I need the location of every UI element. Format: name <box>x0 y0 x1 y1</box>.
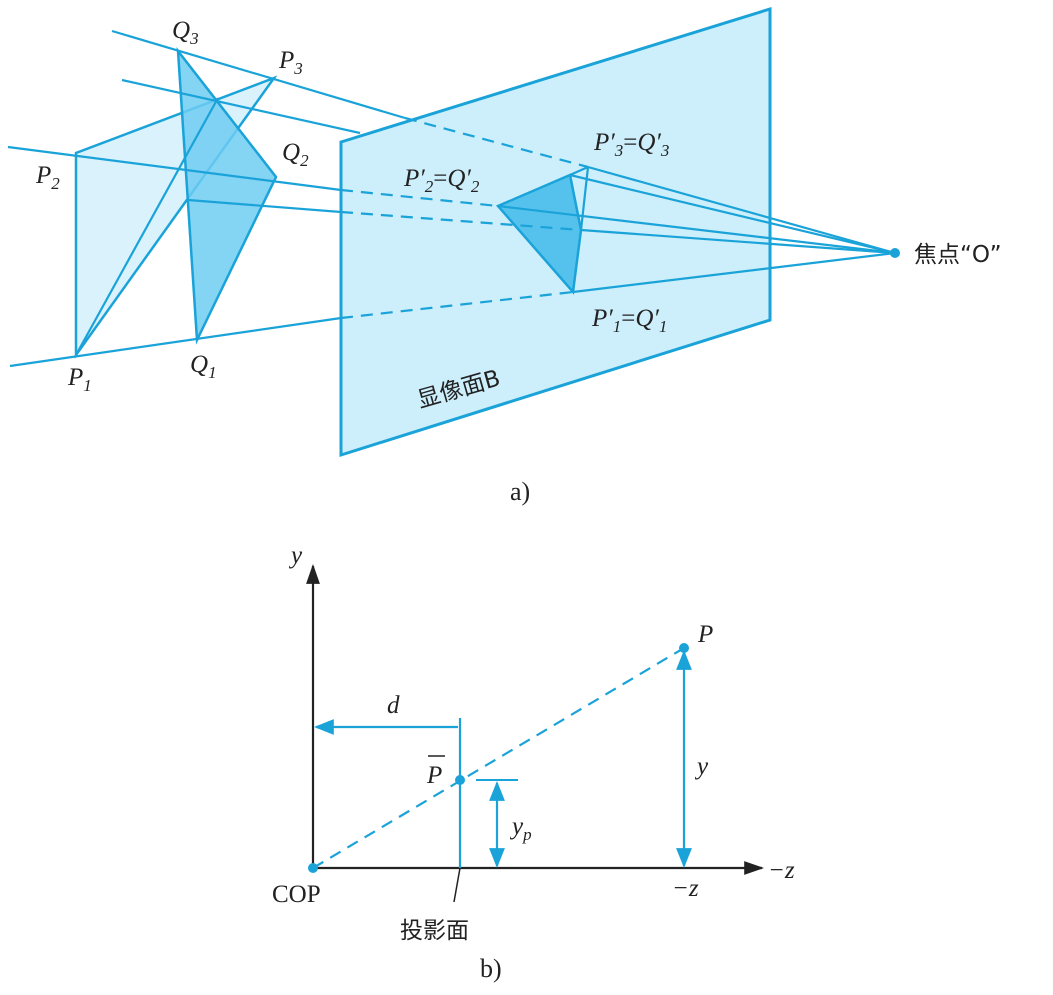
projection-ray <box>312 647 685 869</box>
label-p-bar: P <box>426 755 445 789</box>
ray-p3-focus <box>587 165 896 255</box>
figure-b: y −z COP d P P y yp −z 投影面 b) <box>272 542 795 983</box>
edge-p1-p3 <box>75 97 219 356</box>
ray-p1-solid <box>9 316 342 368</box>
caption-b: b) <box>480 954 502 983</box>
label-focus: 焦点“O” <box>914 242 1002 268</box>
label-projection-plane: 投影面 <box>400 918 469 944</box>
cop-point <box>308 863 318 873</box>
label-d: d <box>387 692 400 719</box>
ray-p2-dashed <box>340 188 499 208</box>
focus-point <box>890 248 900 258</box>
label-q1: Q1 <box>190 351 217 382</box>
ray-p2-solid <box>7 145 342 192</box>
label-yp: yp <box>509 813 532 844</box>
label-q2: Q2 <box>282 139 309 170</box>
figure-a: Q3 P3 P2 Q2 P1 Q1 P′3=Q′3 P′2=Q′2 P′1=Q′… <box>7 6 1002 506</box>
label-q3: Q3 <box>172 17 199 48</box>
triangle-q <box>176 47 278 345</box>
caption-a: a) <box>510 477 530 506</box>
label-y-axis: y <box>288 542 303 569</box>
image-edge-right <box>579 166 590 231</box>
p-point <box>679 643 689 653</box>
label-cop: COP <box>272 881 321 908</box>
label-p: P <box>697 621 713 648</box>
p-bar-point <box>455 775 465 785</box>
label-p-bar-text: P <box>426 762 442 789</box>
ray-q2-focus <box>580 228 896 255</box>
ray-p1-focus <box>572 251 896 294</box>
ray-q3-dashed <box>404 116 589 169</box>
label-p1: P1 <box>67 364 92 395</box>
ray-q2-solid <box>187 198 342 214</box>
label-p2q2-image: P′2=Q′2 <box>403 165 480 196</box>
ray-q3-focus <box>569 173 896 255</box>
label-p1q1-image: P′1=Q′1 <box>591 305 667 336</box>
label-p2: P2 <box>35 162 60 193</box>
label-y-dimension: y <box>694 753 709 780</box>
label-neg-z: −z <box>672 875 699 902</box>
ray-q3-solid <box>111 29 406 120</box>
ray-p2-focus <box>497 204 896 255</box>
ray-q2-dashed <box>340 210 582 232</box>
image-edge-top <box>569 165 589 177</box>
label-p3: P3 <box>278 47 303 78</box>
ray-p3-solid <box>121 78 361 135</box>
label-z-axis: −z <box>768 857 795 884</box>
projection-plane-leader <box>453 867 461 903</box>
label-p3q3-image: P′3=Q′3 <box>593 129 669 160</box>
